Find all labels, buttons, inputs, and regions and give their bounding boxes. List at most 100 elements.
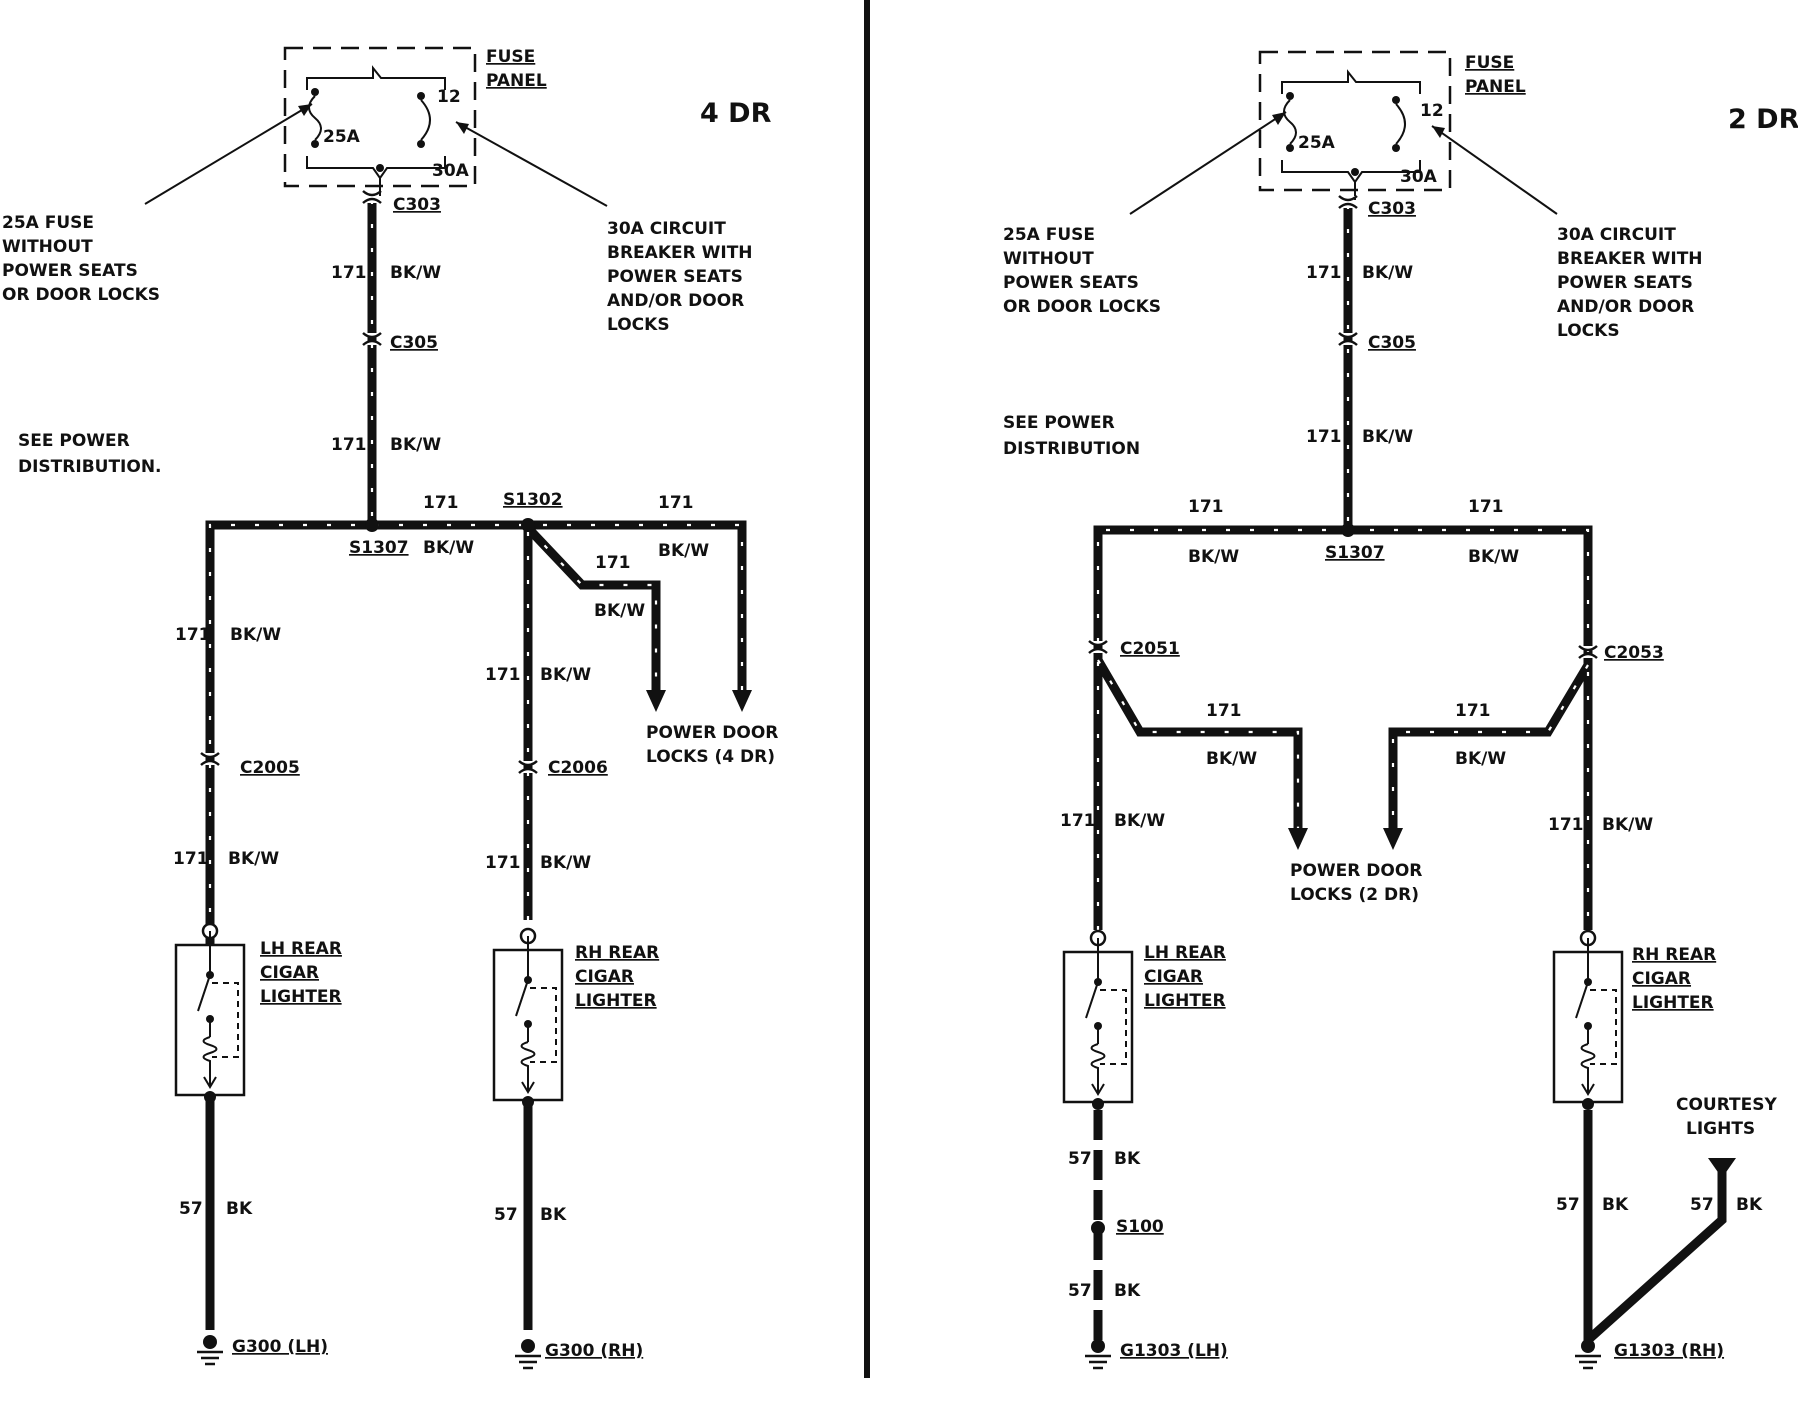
svg-text:171: 171 (485, 853, 521, 873)
power-door-locks-2dr: POWER DOOR LOCKS (2 DR) (1290, 861, 1422, 905)
svg-text:DISTRIBUTION.: DISTRIBUTION. (18, 457, 162, 477)
fuse-pin: 12 (437, 87, 461, 107)
svg-text:BK/W: BK/W (594, 601, 645, 621)
title-2dr: 2 DR (1728, 104, 1798, 135)
splice-s1307 (365, 518, 379, 532)
fuse-rating: 25A (323, 127, 361, 147)
svg-text:171: 171 (1060, 811, 1096, 831)
svg-text:SEE POWER: SEE POWER (18, 431, 130, 451)
svg-text:WITHOUT: WITHOUT (2, 237, 93, 257)
svg-text:CIGAR: CIGAR (1632, 969, 1691, 989)
connector-label: C303 (1368, 199, 1416, 219)
fuse-rating: 25A (1298, 133, 1336, 153)
svg-text:171: 171 (331, 263, 367, 283)
svg-text:COURTESY: COURTESY (1676, 1095, 1778, 1115)
svg-text:171: 171 (485, 665, 521, 685)
svg-text:LOCKS: LOCKS (1557, 321, 1620, 341)
ground-g1303-rh (1573, 1337, 1603, 1370)
svg-text:POWER DOOR: POWER DOOR (646, 723, 778, 743)
svg-text:BK: BK (1114, 1281, 1141, 1301)
fuse-panel-label: FUSE (1465, 53, 1514, 73)
svg-text:LH REAR: LH REAR (260, 939, 342, 959)
ground-label: G300 (LH) (232, 1337, 328, 1357)
svg-text:CIGAR: CIGAR (1144, 967, 1203, 987)
fuse-panel-label: FUSE (486, 47, 535, 67)
svg-text:57: 57 (494, 1205, 518, 1225)
ground-g1303-lh (1083, 1337, 1113, 1370)
svg-text:BK/W: BK/W (1602, 815, 1653, 835)
note-breaker-4dr: 30A CIRCUIT BREAKER WITH POWER SEATS AND… (607, 219, 753, 335)
svg-text:171: 171 (423, 493, 459, 513)
svg-text:171: 171 (1468, 497, 1504, 517)
svg-text:BK/W: BK/W (390, 263, 441, 283)
lh-rear-cigar-lighter-4dr (174, 922, 246, 1103)
note-breaker-2dr: 30A CIRCUIT BREAKER WITH POWER SEATS AND… (1557, 225, 1703, 341)
svg-text:57: 57 (1690, 1195, 1714, 1215)
connector-c303 (1337, 194, 1359, 210)
svg-text:CIGAR: CIGAR (575, 967, 634, 987)
svg-text:LIGHTER: LIGHTER (575, 991, 657, 1011)
breaker-rating: 30A (1400, 167, 1438, 187)
svg-text:BREAKER WITH: BREAKER WITH (607, 243, 753, 263)
svg-text:171: 171 (175, 625, 211, 645)
svg-text:57: 57 (179, 1199, 203, 1219)
ground-g300-rh (513, 1337, 543, 1370)
splice-label: S1302 (503, 490, 563, 510)
svg-text:30A CIRCUIT: 30A CIRCUIT (607, 219, 726, 239)
diagram-4dr: 4 DR FUSE PANEL 25A 12 30A 25A FUSE WITH… (2, 46, 778, 1370)
svg-text:BK/W: BK/W (540, 665, 591, 685)
svg-text:BREAKER WITH: BREAKER WITH (1557, 249, 1703, 269)
svg-text:BK: BK (226, 1199, 253, 1219)
svg-text:POWER SEATS: POWER SEATS (1003, 273, 1139, 293)
wire-labels-4dr: 171 BK/W 171 BK/W 171 BK/W 171 BK/W 171 … (173, 263, 709, 1225)
svg-text:BK/W: BK/W (1362, 427, 1413, 447)
svg-text:BK/W: BK/W (1468, 547, 1519, 567)
ground-label: G1303 (LH) (1120, 1341, 1228, 1361)
splice-s100 (1091, 1221, 1105, 1235)
rh-rear-cigar-lighter-2dr (1552, 929, 1624, 1110)
svg-text:171: 171 (595, 553, 631, 573)
breaker-rating: 30A (432, 161, 470, 181)
svg-text:BK: BK (1736, 1195, 1763, 1215)
svg-text:WITHOUT: WITHOUT (1003, 249, 1094, 269)
splice-s1307 (1341, 523, 1355, 537)
fuse-pin: 12 (1420, 101, 1444, 121)
power-door-locks-4dr: POWER DOOR LOCKS (4 DR) (646, 723, 778, 767)
wires-2dr (1093, 205, 1736, 1351)
svg-text:25A FUSE: 25A FUSE (2, 213, 94, 233)
svg-text:25A FUSE: 25A FUSE (1003, 225, 1095, 245)
svg-text:RH REAR: RH REAR (1632, 945, 1716, 965)
svg-text:BK/W: BK/W (540, 853, 591, 873)
svg-text:171: 171 (1306, 263, 1342, 283)
svg-text:BK: BK (1114, 1149, 1141, 1169)
wire-labels-2dr: 171 BK/W 171 BK/W 171 BK/W 171 BK/W 171 … (1060, 263, 1763, 1301)
svg-text:BK/W: BK/W (228, 849, 279, 869)
courtesy-lights-label: COURTESY LIGHTS (1676, 1095, 1778, 1139)
svg-text:OR DOOR LOCKS: OR DOOR LOCKS (2, 285, 160, 305)
svg-text:LIGHTER: LIGHTER (260, 987, 342, 1007)
svg-text:BK/W: BK/W (1362, 263, 1413, 283)
svg-text:LIGHTER: LIGHTER (1144, 991, 1226, 1011)
svg-text:POWER SEATS: POWER SEATS (607, 267, 743, 287)
svg-text:171: 171 (1188, 497, 1224, 517)
svg-text:LOCKS (2 DR): LOCKS (2 DR) (1290, 885, 1419, 905)
svg-text:BK/W: BK/W (1188, 547, 1239, 567)
svg-text:BK/W: BK/W (1206, 749, 1257, 769)
svg-text:171: 171 (173, 849, 209, 869)
ground-g300-lh (195, 1333, 225, 1366)
svg-text:LOCKS (4 DR): LOCKS (4 DR) (646, 747, 775, 767)
ground-label: G1303 (RH) (1614, 1341, 1724, 1361)
splice-label: S1307 (1325, 543, 1385, 563)
svg-text:57: 57 (1068, 1281, 1092, 1301)
connector-label: C2053 (1604, 643, 1664, 663)
fuse-panel-label: PANEL (1465, 77, 1526, 97)
splice-label: S1307 (349, 538, 409, 558)
svg-text:57: 57 (1068, 1149, 1092, 1169)
svg-text:BK/W: BK/W (423, 538, 474, 558)
connector-label: C2051 (1120, 639, 1180, 659)
svg-text:BK/W: BK/W (230, 625, 281, 645)
splice-s1302 (521, 518, 535, 532)
splice-label: S100 (1116, 1217, 1164, 1237)
svg-text:BK/W: BK/W (1455, 749, 1506, 769)
